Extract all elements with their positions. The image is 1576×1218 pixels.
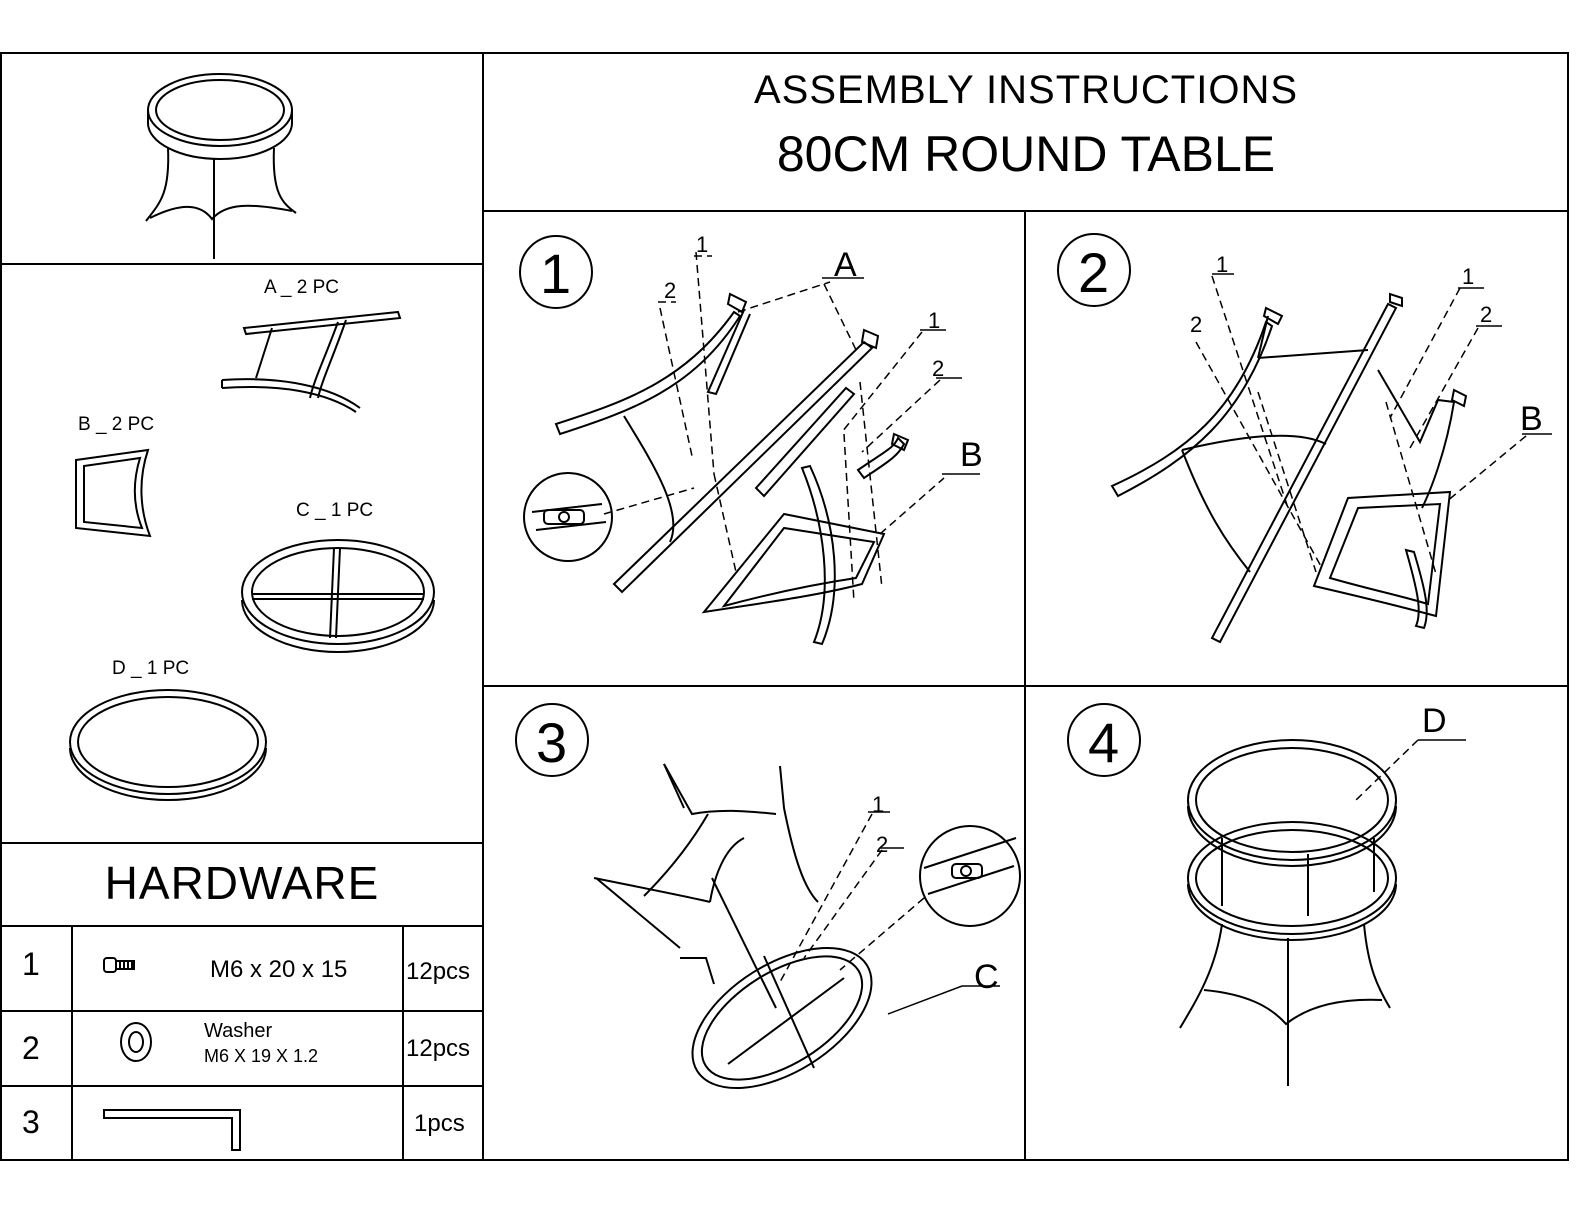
part-c-label: C _ 1 PC bbox=[296, 500, 374, 521]
step-2-label-bolt-right: 1 bbox=[1462, 264, 1474, 289]
hardware-row-1-desc: M6 x 20 x 15 bbox=[210, 956, 348, 983]
step-2-label-b: B bbox=[1520, 400, 1543, 438]
step-1-panel: 1 A B 1 2 1 2 bbox=[519, 232, 983, 646]
part-d-label: D _ 1 PC bbox=[112, 658, 190, 679]
step-1-label-bolt-left: 1 bbox=[696, 232, 708, 257]
hardware-row-3-num: 3 bbox=[22, 1104, 40, 1140]
step-3-panel: 3 C 1 2 bbox=[515, 703, 1021, 1090]
part-a-label: A _ 2 PC bbox=[264, 277, 339, 298]
step-1-label-b: B bbox=[960, 436, 983, 474]
header-title-line2: 80CM ROUND TABLE bbox=[776, 126, 1276, 182]
step-3-number: 3 bbox=[536, 711, 567, 774]
step-3-label-c: C bbox=[974, 958, 999, 996]
step-2-panel: 2 B 1 2 1 2 bbox=[1057, 233, 1552, 644]
part-b-label: B _ 2 PC bbox=[78, 414, 155, 435]
step-1-number: 1 bbox=[540, 242, 571, 305]
step-4-panel: 4 D bbox=[1067, 702, 1466, 1086]
step-1-label-washer-right: 2 bbox=[932, 356, 944, 381]
part-d-drawing bbox=[69, 689, 267, 801]
step-1-label-a: A bbox=[834, 246, 857, 284]
part-b-drawing bbox=[75, 448, 152, 538]
step-2-label-washer-left: 2 bbox=[1190, 312, 1202, 337]
step-2-label-washer-right: 2 bbox=[1480, 302, 1492, 327]
step-1-label-washer-left: 2 bbox=[664, 278, 676, 303]
allen-key-icon bbox=[103, 1109, 241, 1151]
header-title-line1: ASSEMBLY INSTRUCTIONS bbox=[753, 68, 1299, 112]
part-a-drawing bbox=[221, 310, 402, 413]
step-2-number: 2 bbox=[1078, 241, 1109, 304]
step-4-number: 4 bbox=[1088, 711, 1119, 774]
hardware-row-2-qty: 12pcs bbox=[406, 1035, 471, 1062]
hardware-row-2-desc: Washer bbox=[204, 1020, 273, 1042]
washer-icon bbox=[120, 1022, 152, 1062]
hardware-row-2-num: 2 bbox=[22, 1030, 40, 1066]
step-1-label-bolt-right: 1 bbox=[928, 308, 940, 333]
step-2-label-bolt-left: 1 bbox=[1216, 252, 1228, 277]
hardware-row-2-desc2: M6 X 19 X 1.2 bbox=[204, 1046, 319, 1066]
step-4-label-d: D bbox=[1422, 702, 1447, 740]
finished-table-illustration bbox=[145, 73, 297, 259]
hardware-row-3-qty: 1pcs bbox=[414, 1110, 465, 1137]
hardware-row-1-qty: 12pcs bbox=[406, 958, 471, 985]
bolt-icon bbox=[103, 957, 135, 973]
part-c-drawing bbox=[241, 539, 435, 653]
step-3-label-washer: 2 bbox=[876, 832, 888, 857]
hardware-row-1-num: 1 bbox=[22, 946, 40, 982]
hardware-title: HARDWARE bbox=[104, 857, 380, 909]
step-3-label-bolt: 1 bbox=[872, 792, 884, 817]
